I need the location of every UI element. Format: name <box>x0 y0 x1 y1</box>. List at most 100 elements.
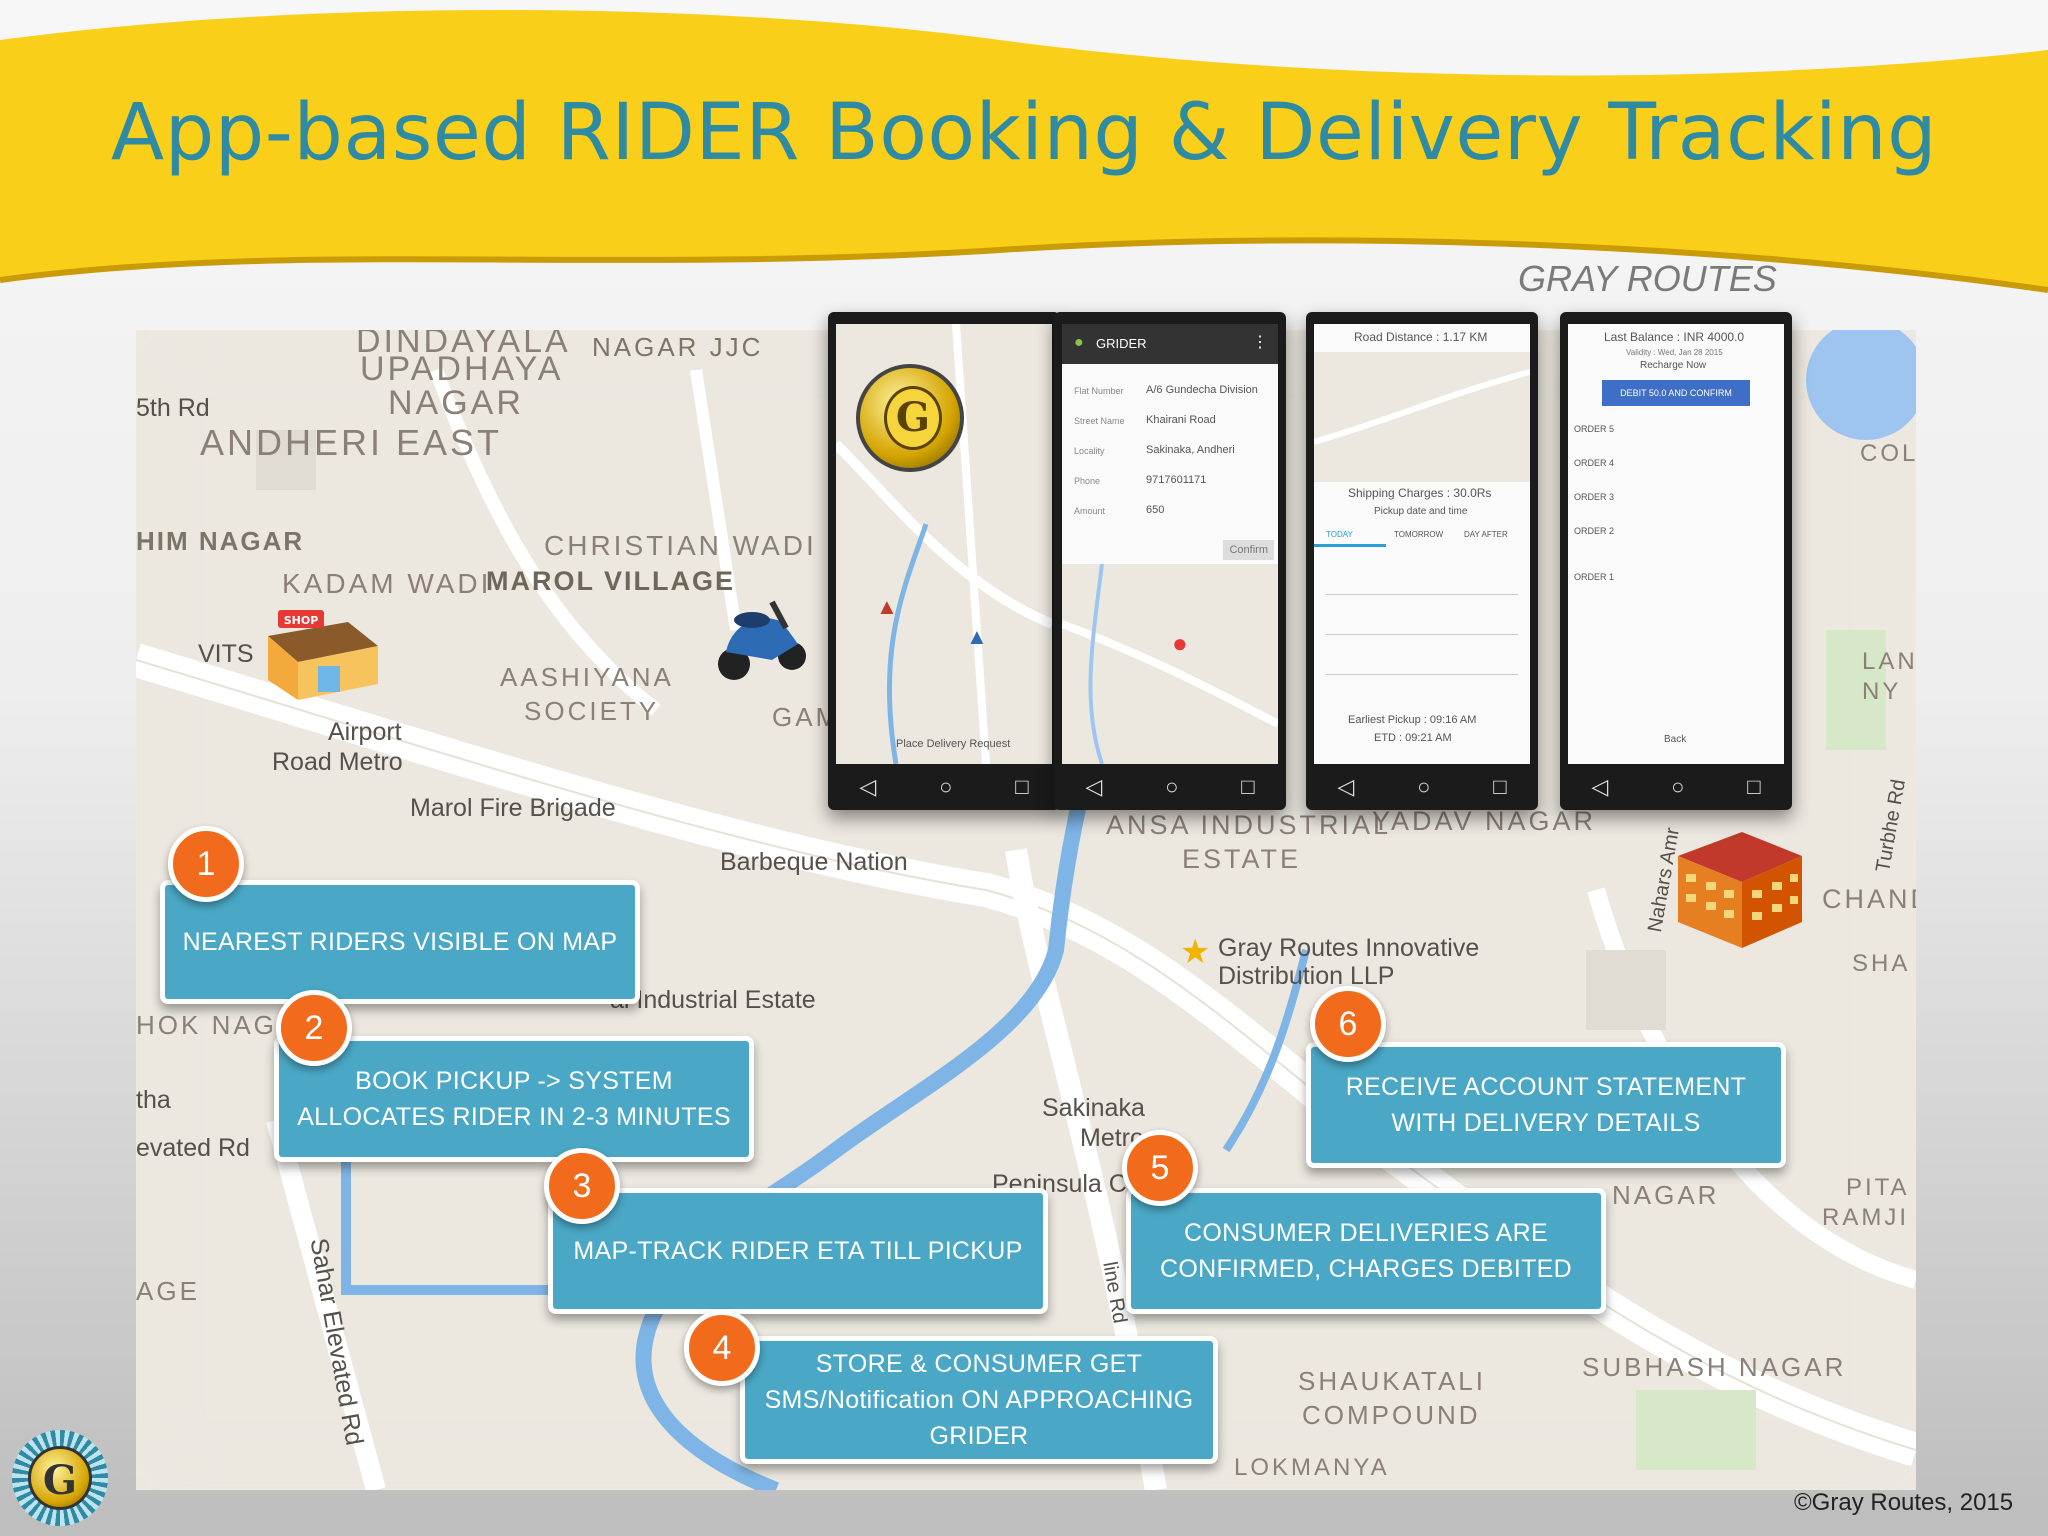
confirm-button[interactable]: Confirm <box>1223 540 1274 560</box>
flat-number-field[interactable]: A/6 Gundecha Division <box>1146 384 1258 396</box>
pickup-label: Pickup date and time <box>1374 506 1468 517</box>
map-label: KADAM WADI <box>282 568 492 599</box>
map-label: tha <box>136 1086 171 1114</box>
debit-confirm-button[interactable]: DEBIT 50.0 AND CONFIRM <box>1602 380 1750 406</box>
tab-tomorrow[interactable]: TOMORROW <box>1394 530 1444 539</box>
map-label: al Industrial Estate <box>610 986 816 1014</box>
field-label: Locality <box>1074 446 1105 456</box>
tab-day-after[interactable]: DAY AFTER <box>1464 530 1508 539</box>
map-label: COL <box>1860 440 1916 467</box>
step-text: NEAREST RIDERS VISIBLE ON MAP <box>182 928 618 956</box>
map-label: SUBHASH NAGAR <box>1582 1352 1847 1382</box>
home-icon[interactable]: ○ <box>1165 774 1179 799</box>
step-box-1: NEAREST RIDERS VISIBLE ON MAP <box>160 880 640 1004</box>
map-label: VITS <box>198 640 254 668</box>
back-icon[interactable]: ◁ <box>859 774 877 799</box>
locality-field[interactable]: Sakinaka, Andheri <box>1146 444 1235 456</box>
map-label: CHRISTIAN WADI <box>544 530 817 561</box>
phone-map-screen: G ▲ ▲ Place Delivery Request ◁○□ <box>828 312 1060 810</box>
scooter-icon <box>718 600 806 680</box>
step-text: RECEIVE ACCOUNT STATEMENT WITH DELIVERY … <box>1345 1073 1747 1137</box>
place-request-button[interactable]: Place Delivery Request <box>896 738 1011 750</box>
phone-account-statement: Last Balance : INR 4000.0 Validity : Wed… <box>1560 312 1792 810</box>
last-balance: Last Balance : INR 4000.0 <box>1604 330 1745 344</box>
map-label: Marol Fire Brigade <box>410 794 616 822</box>
android-navbar: ◁ ○ □ <box>828 764 1060 810</box>
step-box-2: BOOK PICKUP -> SYSTEM ALLOCATES RIDER IN… <box>274 1036 754 1162</box>
amount-field[interactable]: 650 <box>1146 504 1165 516</box>
map-label: SOCIETY <box>524 696 660 726</box>
map-label: UPADHAYA <box>360 350 564 388</box>
map-label: Gray Routes Innovative <box>1218 934 1480 962</box>
recents-icon[interactable]: □ <box>1241 774 1255 799</box>
app-logo-icon: ● <box>1074 334 1084 351</box>
back-icon[interactable]: ◁ <box>1591 774 1609 799</box>
map-label: ESTATE <box>1182 844 1302 874</box>
map-label: NY <box>1862 678 1902 705</box>
home-icon[interactable]: ○ <box>1417 774 1431 799</box>
step-text: BOOK PICKUP -> SYSTEM ALLOCATES RIDER IN… <box>297 1067 731 1131</box>
map-label: LAN <box>1862 648 1916 675</box>
step-badge-1: 1 <box>168 826 244 902</box>
field-label: Flat Number <box>1074 386 1124 396</box>
order-item[interactable]: ORDER 1 <box>1574 572 1615 582</box>
order-item[interactable]: ORDER 4 <box>1574 458 1615 468</box>
home-icon[interactable]: ○ <box>939 774 953 799</box>
step-badge-6: 6 <box>1310 986 1386 1062</box>
step-badge-2: 2 <box>276 990 352 1066</box>
step-text: STORE & CONSUMER GET SMS/Notification ON… <box>764 1350 1194 1450</box>
recents-icon[interactable]: □ <box>1493 774 1507 799</box>
map-label: SHA <box>1852 950 1911 977</box>
shop-icon: SHOP <box>268 610 378 700</box>
order-item[interactable]: ORDER 2 <box>1574 526 1615 536</box>
back-button[interactable]: Back <box>1664 734 1687 745</box>
eta-label: ETD : 09:21 AM <box>1374 732 1452 744</box>
back-icon[interactable]: ◁ <box>1337 774 1355 799</box>
step-box-6: RECEIVE ACCOUNT STATEMENT WITH DELIVERY … <box>1306 1042 1786 1168</box>
step-box-4: STORE & CONSUMER GET SMS/Notification ON… <box>740 1336 1218 1464</box>
g-logo-icon: G <box>12 1430 108 1526</box>
order-item[interactable]: ORDER 5 <box>1574 424 1615 434</box>
map-label: SHAUKATALI <box>1298 1366 1486 1396</box>
overflow-menu-icon[interactable]: ⋮ <box>1252 334 1268 351</box>
step-box-5: CONSUMER DELIVERIES ARE CONFIRMED, CHARG… <box>1126 1188 1606 1314</box>
recents-icon[interactable]: □ <box>1747 774 1761 799</box>
step-badge-4: 4 <box>684 1310 760 1386</box>
brand-tag: GRAY ROUTES <box>1518 258 1777 299</box>
android-navbar: ◁ ○ □ <box>1054 764 1286 810</box>
validity: Validity : Wed, Jan 28 2015 <box>1626 348 1723 357</box>
map-label: YADAV NAGAR <box>1372 806 1597 836</box>
phone-field[interactable]: 9717601171 <box>1146 474 1207 486</box>
map-label: Distribution LLP <box>1218 962 1395 990</box>
map-label: AGE <box>136 1276 200 1306</box>
field-label: Street Name <box>1074 416 1125 426</box>
map-label: 5th Rd <box>136 394 210 422</box>
field-label: Amount <box>1074 506 1106 516</box>
recharge-link[interactable]: Recharge Now <box>1640 360 1707 371</box>
step-box-3: MAP-TRACK RIDER ETA TILL PICKUP <box>548 1188 1048 1314</box>
map-label: Sakinaka <box>1042 1094 1145 1122</box>
street-name-field[interactable]: Khairani Road <box>1146 414 1216 426</box>
map-label: HOK NAG <box>136 1010 277 1040</box>
map-label: LOKMANYA <box>1234 1454 1390 1481</box>
map-label: AASHIYANA <box>500 662 674 692</box>
star-icon: ★ <box>1180 933 1211 971</box>
map-label: Barbeque Nation <box>720 848 908 876</box>
map-label: RAMJI <box>1822 1204 1909 1231</box>
phone-pickup-schedule: Road Distance : 1.17 KM Shipping Charges… <box>1306 312 1538 810</box>
map-label: Airport <box>328 718 402 746</box>
recents-icon[interactable]: □ <box>1015 774 1029 799</box>
step-text: CONSUMER DELIVERIES ARE CONFIRMED, CHARG… <box>1160 1219 1572 1283</box>
back-icon[interactable]: ◁ <box>1085 774 1103 799</box>
phone-address-form: ● GRIDER ⋮ Flat Number A/6 Gundecha Divi… <box>1054 312 1286 810</box>
step-badge-3: 3 <box>544 1148 620 1224</box>
map-label: NAGAR JJC <box>592 332 764 362</box>
map-label: evated Rd <box>136 1134 250 1162</box>
map-label: ANSA INDUSTRIAL <box>1106 810 1392 840</box>
slide-title: App-based RIDER Booking & Delivery Track… <box>110 88 1938 178</box>
tab-today[interactable]: TODAY <box>1326 530 1353 539</box>
rider-marker-icon: ▲ <box>876 594 898 619</box>
home-icon[interactable]: ○ <box>1671 774 1685 799</box>
map-label: Road Metro <box>272 748 403 776</box>
order-item[interactable]: ORDER 3 <box>1574 492 1615 502</box>
